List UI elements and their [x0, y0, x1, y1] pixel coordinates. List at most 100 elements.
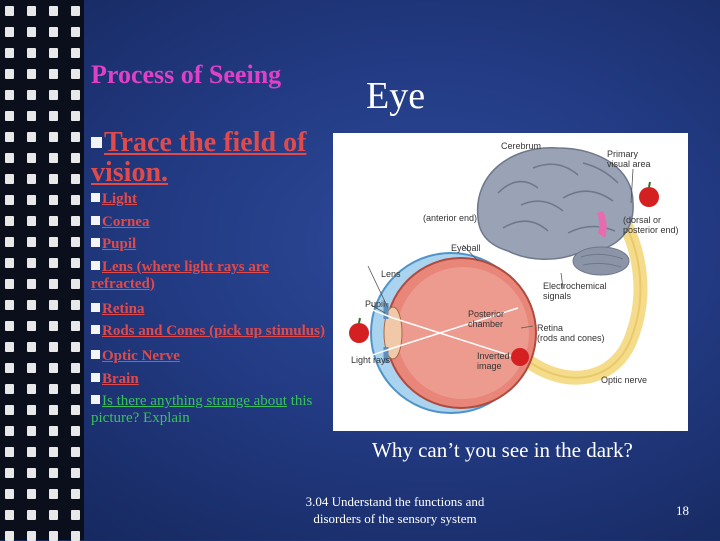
film-hole	[71, 531, 80, 541]
bullet-list: Light Cornea Pupil Lens (where light ray…	[91, 188, 331, 427]
bullet-square-icon	[91, 238, 100, 247]
label-cerebrum: Cerebrum	[501, 141, 542, 151]
list-item: Cornea	[91, 211, 331, 234]
film-hole	[71, 426, 80, 436]
film-hole	[71, 468, 80, 478]
bullet-square-icon	[91, 302, 100, 312]
label-primary-visual: Primary	[607, 149, 638, 159]
film-hole	[49, 6, 58, 16]
film-hole	[49, 111, 58, 121]
film-hole	[27, 216, 36, 226]
film-hole	[49, 468, 58, 478]
film-hole	[71, 48, 80, 58]
film-hole	[27, 531, 36, 541]
film-hole	[27, 90, 36, 100]
eye-heading: Eye	[366, 75, 426, 117]
label-inverted-image: image	[477, 361, 502, 371]
film-hole	[27, 48, 36, 58]
film-hole	[49, 279, 58, 289]
label-posterior-chamber: chamber	[468, 319, 504, 329]
film-hole	[49, 447, 58, 457]
film-hole	[27, 384, 36, 394]
trace-heading-text: Trace the field of vision.	[91, 127, 307, 188]
film-hole	[5, 132, 14, 142]
film-hole	[27, 279, 36, 289]
film-hole	[27, 27, 36, 37]
film-hole	[5, 258, 14, 268]
eye-diagram-graphic	[349, 147, 659, 414]
film-hole	[27, 468, 36, 478]
film-hole	[49, 27, 58, 37]
label-optic-nerve: Optic nerve	[601, 375, 648, 385]
film-hole	[27, 237, 36, 247]
film-hole	[71, 174, 80, 184]
film-hole	[5, 69, 14, 79]
label-electrochemical: Electrochemical	[543, 281, 607, 291]
film-hole	[49, 216, 58, 226]
film-hole	[5, 300, 14, 310]
film-hole	[71, 195, 80, 205]
film-hole	[71, 153, 80, 163]
label-electrochemical: signals	[543, 291, 572, 301]
film-hole	[49, 384, 58, 394]
slide-title: Process of Seeing	[91, 60, 282, 89]
dark-question: Why can’t you see in the dark?	[372, 438, 633, 462]
film-hole	[5, 216, 14, 226]
film-hole	[5, 447, 14, 457]
film-hole	[27, 174, 36, 184]
film-hole	[71, 279, 80, 289]
film-hole	[71, 447, 80, 457]
film-hole	[5, 279, 14, 289]
label-eyeball: Eyeball	[451, 243, 481, 253]
eye-brain-diagram: Cerebrum Primary visual area (anterior e…	[333, 133, 688, 431]
film-hole	[5, 195, 14, 205]
list-item: Optic Nerve	[91, 345, 331, 368]
film-hole	[49, 153, 58, 163]
film-hole	[5, 405, 14, 415]
label-pupil: Pupil	[365, 299, 386, 309]
film-hole	[49, 69, 58, 79]
film-hole	[5, 6, 14, 16]
film-hole	[71, 384, 80, 394]
label-dorsal-end: posterior end)	[623, 225, 679, 235]
film-hole	[71, 237, 80, 247]
film-hole	[49, 195, 58, 205]
film-hole	[27, 426, 36, 436]
film-hole	[27, 132, 36, 142]
film-hole	[71, 321, 80, 331]
film-hole	[71, 405, 80, 415]
label-inverted-image: Inverted	[477, 351, 510, 361]
label-dorsal-end: (dorsal or	[623, 215, 662, 225]
trace-heading: Trace the field of vision.	[91, 128, 331, 188]
film-hole	[27, 258, 36, 268]
list-item: Rods and Cones (pick up stimulus)	[91, 320, 331, 340]
film-hole	[49, 321, 58, 331]
film-hole	[71, 510, 80, 520]
film-hole	[49, 363, 58, 373]
label-anterior-end: (anterior end)	[423, 213, 478, 223]
film-hole	[71, 342, 80, 352]
bullet-square-icon	[91, 215, 100, 225]
label-retina: (rods and cones)	[537, 333, 605, 343]
label-primary-visual: visual area	[607, 159, 651, 169]
film-hole	[49, 489, 58, 499]
film-hole	[71, 363, 80, 373]
label-lens: Lens	[381, 269, 401, 279]
film-hole	[71, 90, 80, 100]
bullet-square-icon	[91, 395, 100, 404]
film-hole	[5, 510, 14, 520]
film-hole	[49, 426, 58, 436]
label-posterior-chamber: Posterior	[468, 309, 505, 319]
list-item: Light	[91, 188, 331, 211]
film-hole	[49, 174, 58, 184]
film-hole	[27, 405, 36, 415]
film-hole	[71, 132, 80, 142]
film-hole	[27, 489, 36, 499]
film-hole	[5, 342, 14, 352]
film-hole	[5, 111, 14, 121]
filmstrip-border	[0, 0, 84, 541]
film-hole	[5, 531, 14, 541]
film-hole	[5, 321, 14, 331]
film-hole	[71, 258, 80, 268]
film-hole	[71, 489, 80, 499]
